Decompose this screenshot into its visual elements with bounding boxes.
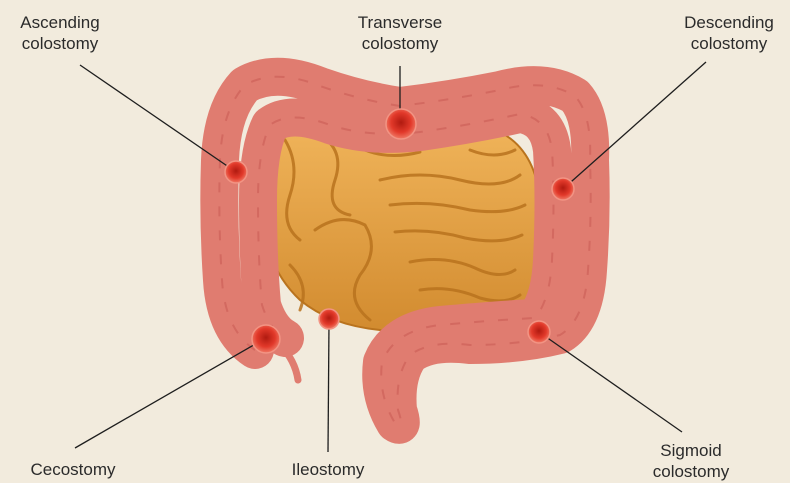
- sigmoid-stoma: [528, 321, 550, 343]
- label-line: colostomy: [668, 33, 790, 54]
- label-line: colostomy: [2, 33, 118, 54]
- ascending-stoma: [225, 161, 247, 183]
- ileum-stoma: [319, 309, 339, 329]
- label-descending-colostomy: Descending colostomy: [668, 12, 790, 54]
- label-transverse-colostomy: Transverse colostomy: [340, 12, 460, 54]
- label-line: Sigmoid: [632, 440, 750, 461]
- label-sigmoid-colostomy: Sigmoid colostomy: [632, 440, 750, 482]
- label-cecostomy: Cecostomy: [18, 459, 128, 480]
- cecum-stoma: [252, 325, 280, 353]
- label-line: Transverse: [340, 12, 460, 33]
- label-ascending-colostomy: Ascending colostomy: [2, 12, 118, 54]
- label-line: colostomy: [632, 461, 750, 482]
- label-line: Ileostomy: [272, 459, 384, 480]
- label-line: Descending: [668, 12, 790, 33]
- label-line: Cecostomy: [18, 459, 128, 480]
- descending-stoma: [552, 178, 574, 200]
- label-line: Ascending: [2, 12, 118, 33]
- label-ileostomy: Ileostomy: [272, 459, 384, 480]
- transverse-stoma: [386, 109, 416, 139]
- label-line: colostomy: [340, 33, 460, 54]
